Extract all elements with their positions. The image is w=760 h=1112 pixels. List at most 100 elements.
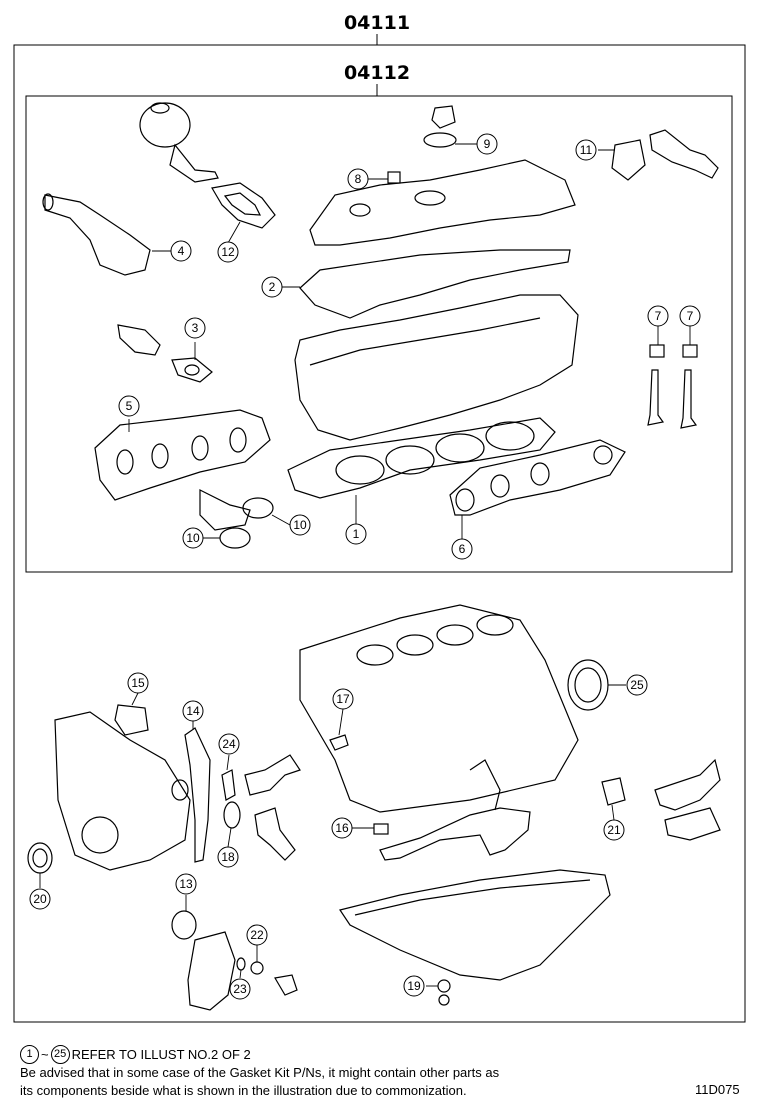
gasket-14 [184, 727, 211, 863]
callout-2: 2 [261, 276, 283, 298]
vacuum-unit [139, 102, 219, 183]
note-line-2: its components beside what is shown in t… [20, 1083, 467, 1098]
oil-seal-18 [223, 801, 241, 829]
oil-switch-3 [117, 324, 213, 383]
callout-9: 9 [476, 133, 498, 155]
oil-seal-25 [567, 659, 609, 711]
callout-17: 17 [332, 688, 354, 710]
callout-4: 4 [170, 240, 192, 262]
callout-10: 10 [289, 514, 311, 536]
gaskets-10 [219, 497, 274, 549]
callout-label: 16 [335, 821, 349, 835]
gasket-15 [114, 704, 149, 736]
callout-label: 20 [33, 892, 47, 906]
gasket-19 [437, 979, 451, 1006]
callout-label: 10 [186, 531, 200, 545]
callout-label: 23 [233, 982, 247, 996]
gasket-21 [601, 777, 626, 806]
water-pump [254, 807, 296, 861]
callout-22: 22 [246, 924, 268, 946]
callout-label: 11 [580, 143, 593, 157]
callout-14: 14 [182, 700, 204, 722]
callout-1: 1 [345, 523, 367, 545]
callout-label: 2 [269, 280, 276, 294]
callout-8: 8 [347, 168, 369, 190]
water-outlet [42, 193, 151, 276]
sensor-11 [611, 129, 719, 181]
callout-7: 7 [647, 305, 669, 327]
callout-label: 7 [655, 309, 662, 323]
gasket-16 [373, 823, 389, 835]
range-end-callout: 25 [50, 1045, 70, 1064]
oil-strainer [379, 759, 531, 861]
head-cover-gasket-2 [299, 249, 571, 319]
kit-code-inner: 04112 [344, 62, 410, 84]
callout-15: 15 [127, 672, 149, 694]
callout-label: 3 [192, 321, 199, 335]
callout-20: 20 [29, 888, 51, 910]
bolt-8 [387, 171, 401, 184]
callout-label: 19 [407, 979, 421, 993]
manifold-gasket-6 [449, 439, 626, 516]
kit-code-outer: 04111 [344, 12, 410, 34]
callout-label: 8 [355, 172, 362, 186]
callout-label: 5 [126, 399, 133, 413]
callout-label: 18 [221, 850, 235, 864]
callout-19: 19 [403, 975, 425, 997]
callout-label: 1 [353, 527, 360, 541]
callout-11: 11 [575, 139, 597, 161]
gasket-17 [329, 734, 349, 751]
callout-label: 15 [131, 676, 145, 690]
footer-note: 1 ~ 25 REFER TO ILLUST NO.2 OF 2 Be advi… [20, 1045, 720, 1100]
exhaust-manifold-5 [94, 409, 271, 531]
callout-label: 25 [630, 678, 644, 692]
outer-frame [13, 44, 746, 1023]
oil-pump [187, 931, 236, 1011]
illustration-code: 11D075 [695, 1082, 740, 1097]
washer-23 [236, 957, 246, 971]
range-separator: ~ [41, 1046, 49, 1062]
range-start-callout: 1 [20, 1045, 39, 1064]
callout-label: 4 [178, 244, 185, 258]
callout-3: 3 [184, 317, 206, 339]
callout-label: 14 [186, 704, 200, 718]
valves-7 [647, 344, 698, 429]
bolt [274, 974, 298, 996]
inner-frame [25, 95, 733, 573]
callout-label: 6 [459, 542, 466, 556]
note-line-1: Be advised that in some case of the Gask… [20, 1065, 500, 1080]
parts-diagram: 04111 04112 [13, 12, 746, 1023]
cylinder-head-cover [309, 159, 576, 246]
callout-label: 12 [221, 245, 235, 259]
callout-label: 21 [607, 823, 621, 837]
callout-5: 5 [118, 395, 140, 417]
head-gasket-1 [287, 417, 556, 499]
cylinder-head [294, 294, 579, 441]
callout-label: 7 [687, 309, 694, 323]
callout-label: 10 [293, 518, 307, 532]
gasket-12 [211, 182, 276, 229]
cap-9 [423, 105, 457, 148]
callout-7: 7 [679, 305, 701, 327]
callout-6: 6 [451, 538, 473, 560]
callout-24: 24 [218, 733, 240, 755]
timing-cover [54, 711, 191, 871]
oil-seal-20 [27, 842, 53, 874]
o-ring-13 [171, 910, 197, 940]
callout-label: 13 [179, 877, 193, 891]
callout-23: 23 [229, 978, 251, 1000]
callout-21: 21 [603, 819, 625, 841]
callout-25: 25 [626, 674, 648, 696]
callout-label: 9 [484, 137, 491, 151]
callout-label: 24 [222, 737, 236, 751]
callout-10: 10 [182, 527, 204, 549]
callout-18: 18 [217, 846, 239, 868]
gasket-24 [221, 754, 301, 801]
callout-16: 16 [331, 817, 353, 839]
washer-22 [250, 961, 264, 975]
callout-label: 22 [250, 928, 264, 942]
water-pipes [654, 758, 721, 841]
callout-13: 13 [175, 873, 197, 895]
cylinder-block [299, 604, 579, 813]
refer-line: 1 ~ 25 REFER TO ILLUST NO.2 OF 2 [20, 1045, 720, 1064]
